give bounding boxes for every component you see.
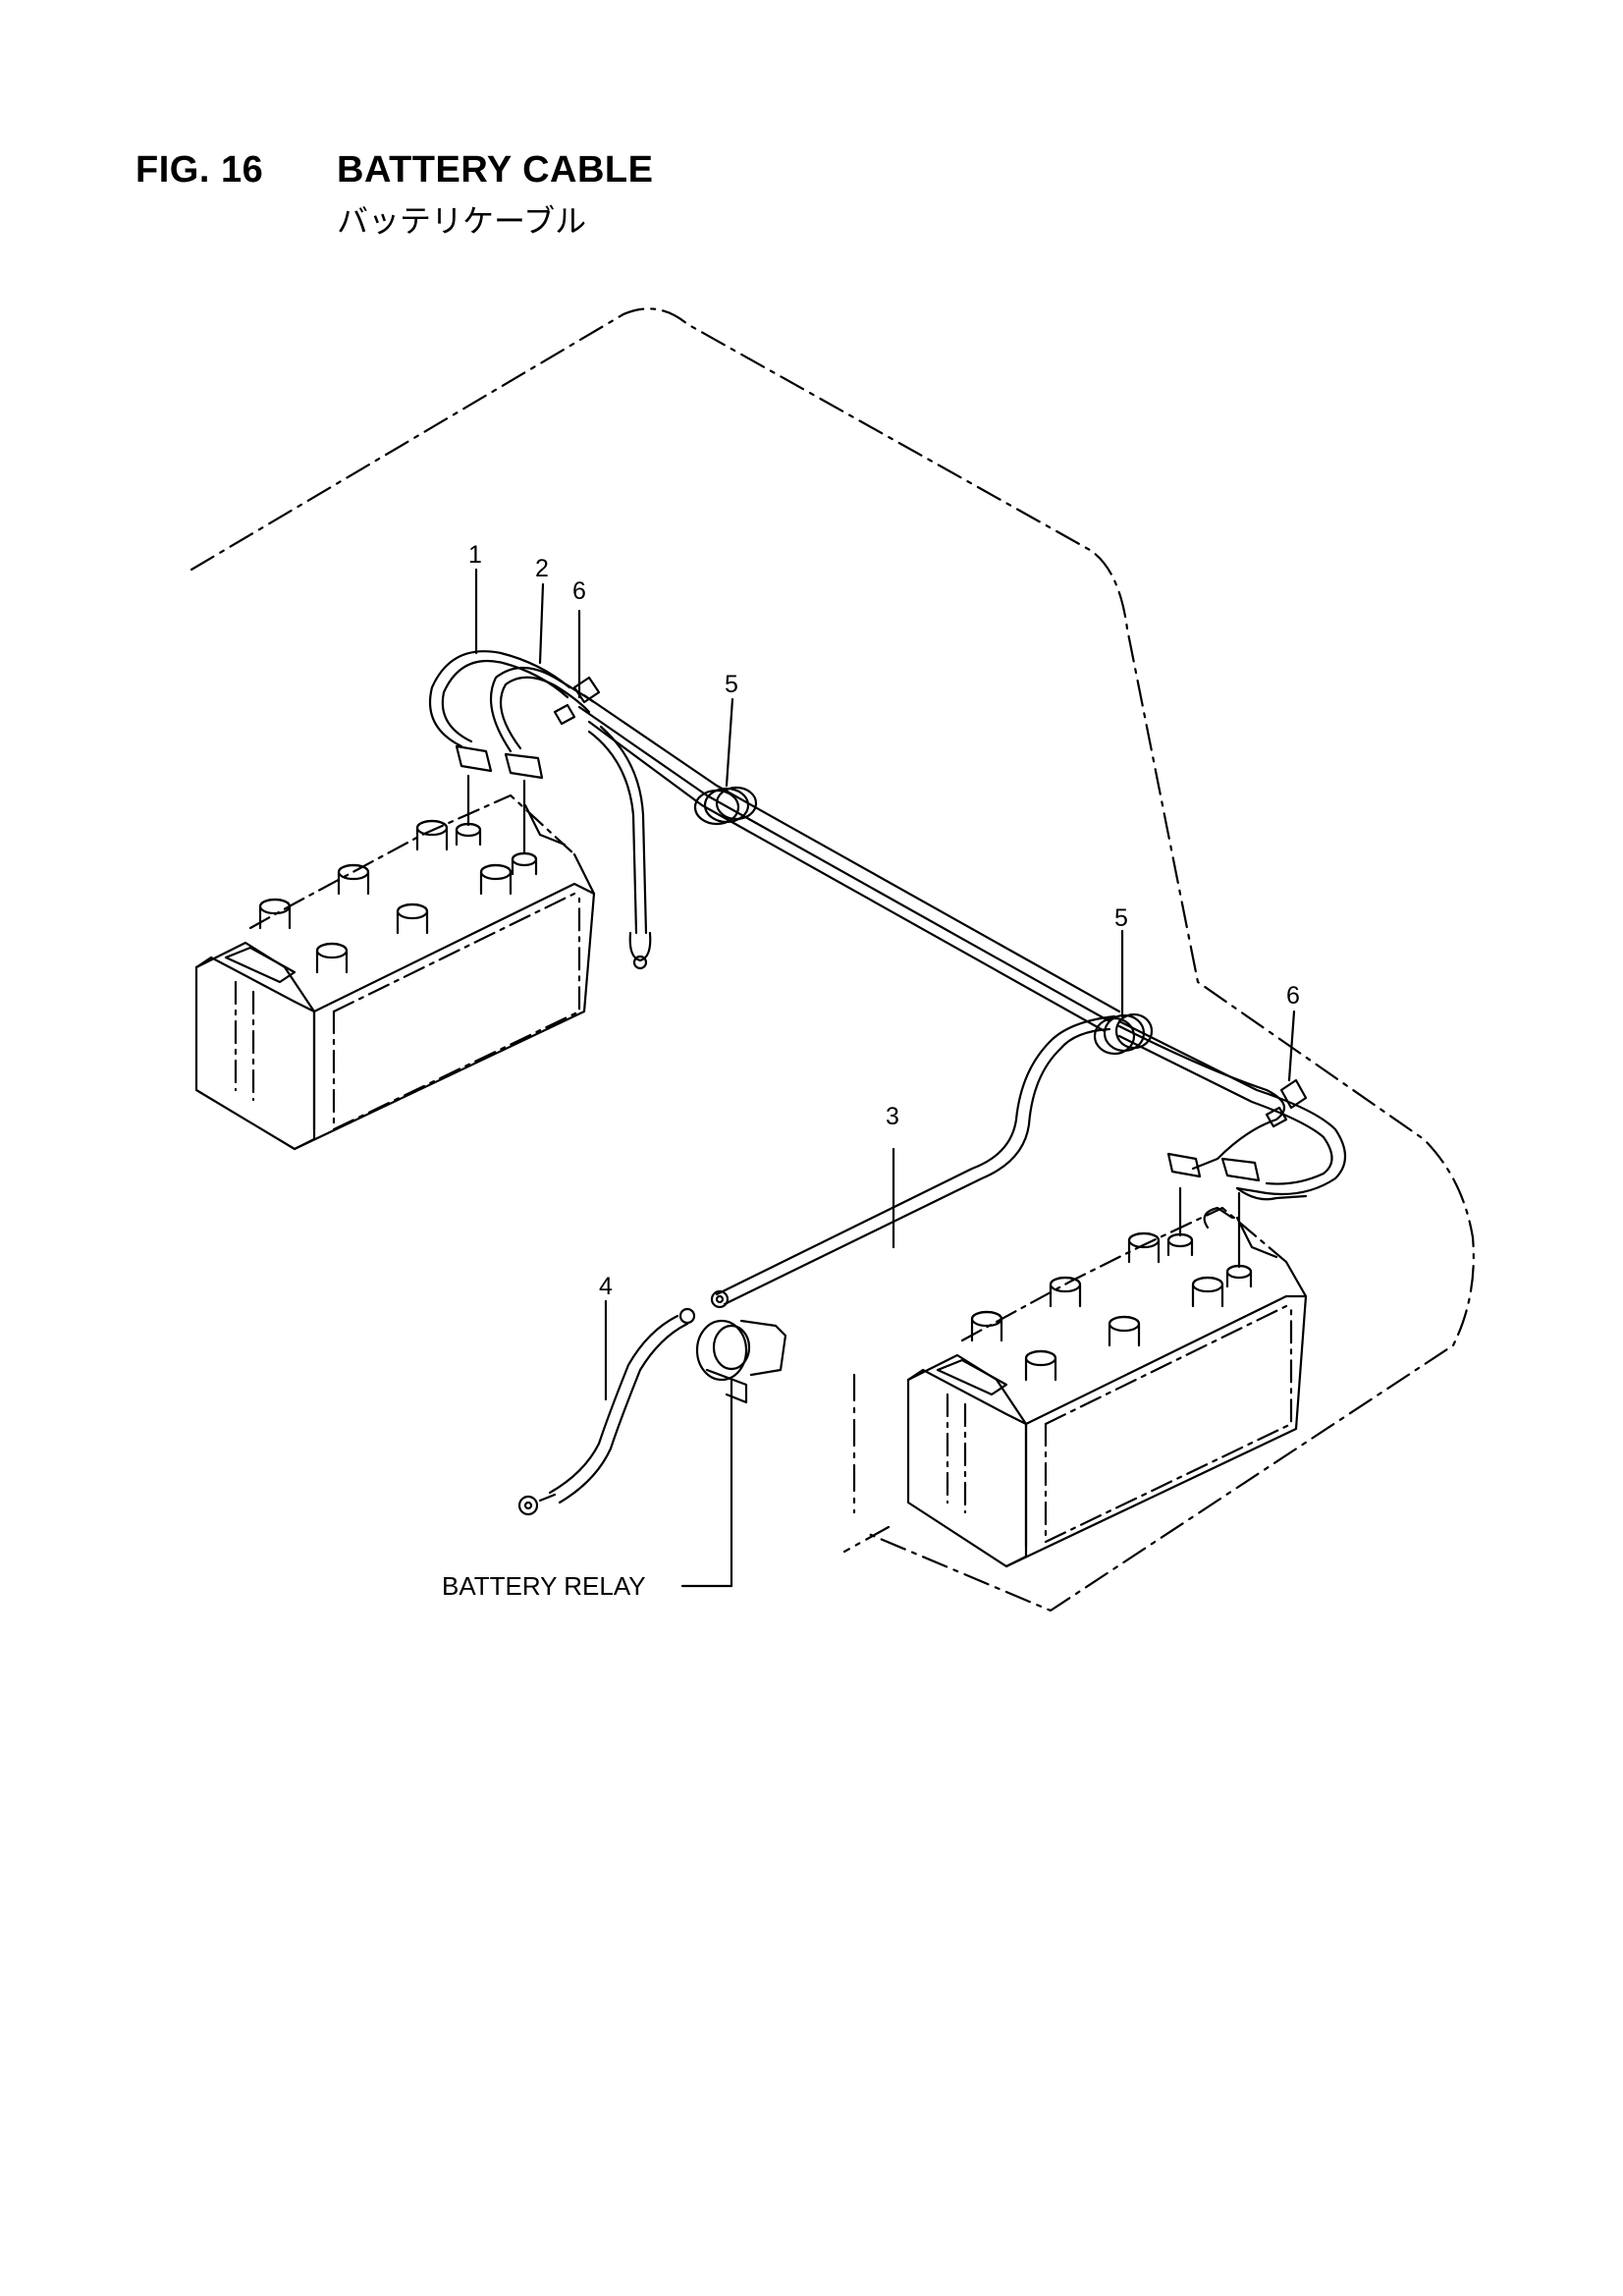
battery-relay-label: BATTERY RELAY bbox=[442, 1571, 646, 1601]
figure-title: BATTERY CABLE bbox=[337, 149, 654, 191]
cable-trunk bbox=[577, 705, 1111, 1023]
left-battery bbox=[194, 774, 596, 1151]
callout-1: 1 bbox=[468, 541, 482, 569]
grommet-right bbox=[1093, 1012, 1154, 1056]
figure-subtitle: バッテリケーブル bbox=[337, 202, 587, 240]
callout-6-right: 6 bbox=[1286, 982, 1300, 1010]
callout-5-left: 5 bbox=[725, 671, 738, 698]
figure-number: FIG. 16 bbox=[135, 149, 264, 191]
right-battery bbox=[906, 1186, 1308, 1568]
cable-1 bbox=[428, 650, 571, 748]
frame-outline bbox=[189, 307, 1475, 1613]
callout-3: 3 bbox=[886, 1103, 899, 1130]
clamp-left bbox=[553, 676, 601, 726]
clamp-right bbox=[1265, 1078, 1308, 1128]
callout-2: 2 bbox=[535, 555, 549, 582]
cable-3 bbox=[715, 1014, 1116, 1296]
battery-relay bbox=[695, 1319, 787, 1588]
frame-base-line bbox=[842, 1373, 891, 1554]
grommet-left bbox=[693, 786, 758, 826]
callout-4: 4 bbox=[599, 1273, 613, 1300]
cable-4 bbox=[548, 1314, 679, 1495]
callout-5-right: 5 bbox=[1114, 904, 1128, 932]
callout-6-left: 6 bbox=[572, 577, 586, 605]
cable-2 bbox=[489, 667, 596, 753]
